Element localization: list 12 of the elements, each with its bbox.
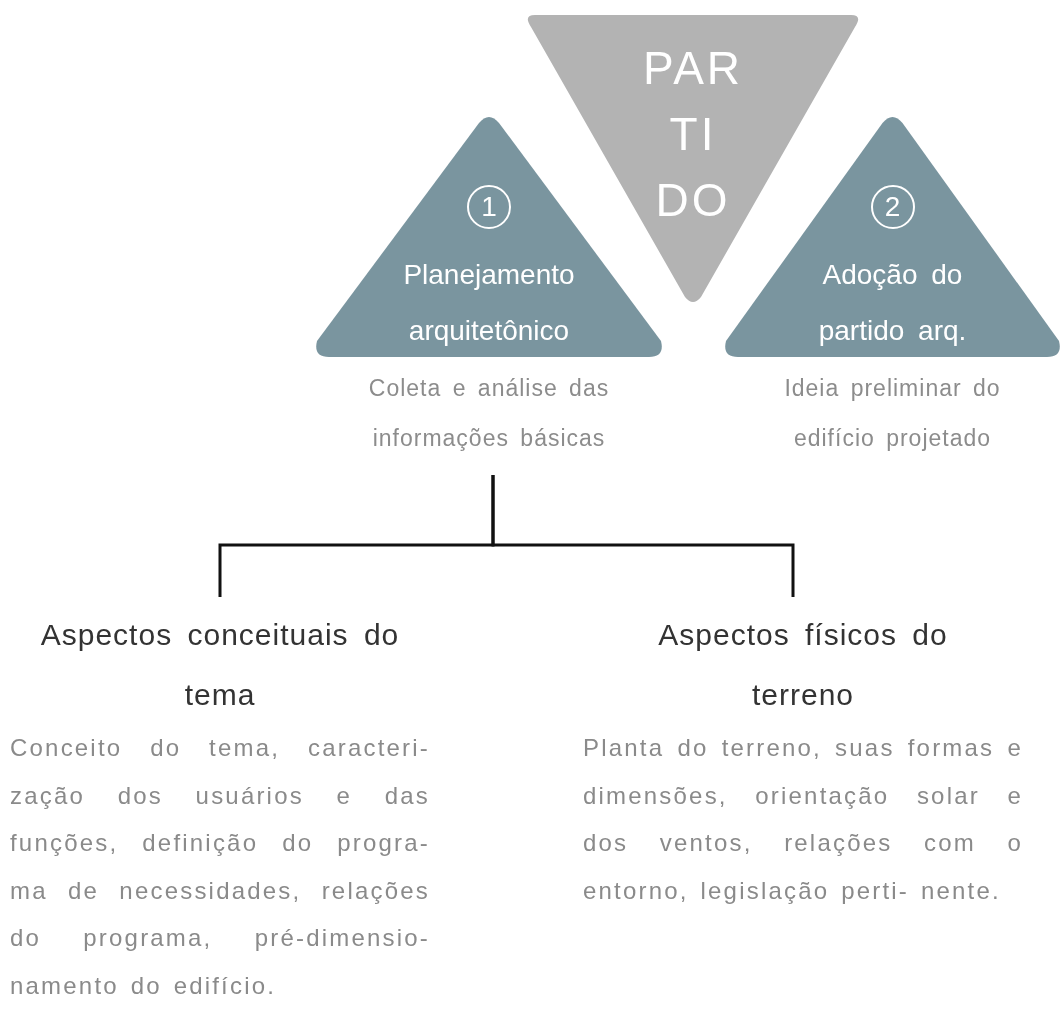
- section-heading: Aspectos físicos do terreno: [657, 617, 949, 713]
- step-number: 2: [870, 185, 915, 229]
- step-title: Planejamento arquitetônico: [402, 258, 576, 348]
- step-description: Ideia preliminar do edifício projetado: [783, 374, 1002, 453]
- step-description: Coleta e análise das informações básicas: [367, 374, 611, 453]
- section-heading: Aspectos conceituais do tema: [39, 617, 401, 713]
- section-description: Conceito do tema, caracteri- zação dos usuários e das funções, definição do progra- ma de necessidades, relações do programa, pré-dimensio- namento do edifício.: [10, 733, 430, 1001]
- section-description: Planta do terreno, suas formas e dimensões, orientação solar e dos ventos, relações com o entorno, legislação perti- nente.: [583, 733, 1023, 906]
- step-title: Adoção do partido arq.: [817, 258, 968, 348]
- connector-line: [491, 475, 795, 597]
- triangle-title: PAR TI DO: [641, 41, 745, 228]
- step-number: 1: [467, 185, 511, 229]
